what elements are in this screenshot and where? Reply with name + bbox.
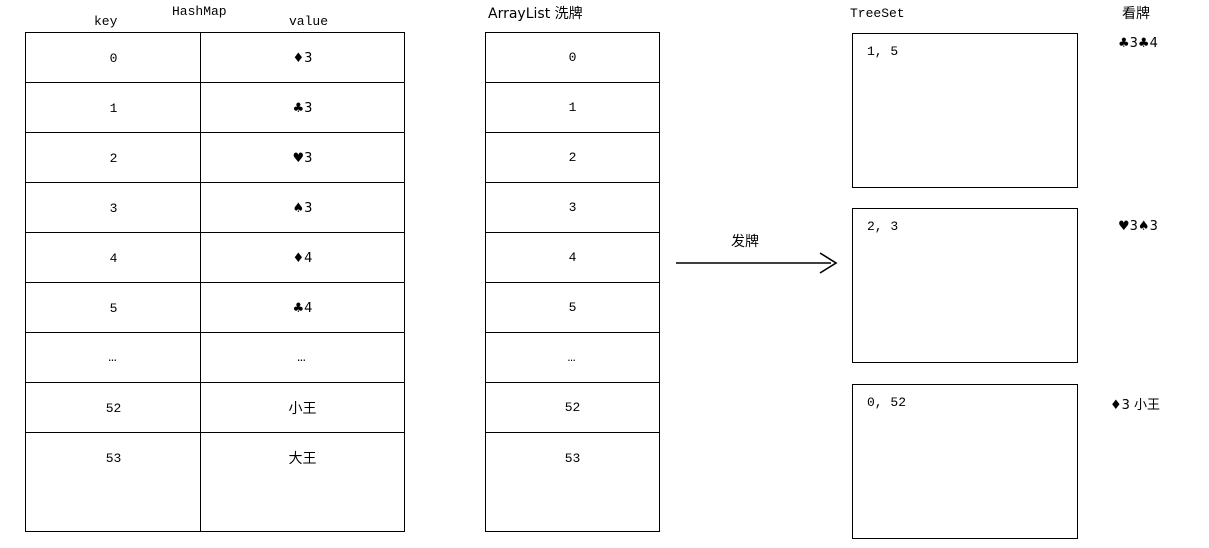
hashmap-key-cell: 5 xyxy=(109,300,118,316)
hashmap-key-cell: 3 xyxy=(109,200,118,216)
hashmap-key-cell: … xyxy=(108,350,119,366)
table-row: 0 ♦3 xyxy=(26,33,404,83)
treeset-box: 2, 3 xyxy=(852,208,1078,363)
hashmap-title: HashMap xyxy=(172,4,227,19)
hashmap-column-divider xyxy=(200,32,201,532)
table-row: 4 ♦4 xyxy=(26,233,404,283)
list-item: 2 xyxy=(486,133,659,183)
hashmap-value-cell: ♣4 xyxy=(292,300,313,316)
hashmap-value-cell: ♦4 xyxy=(292,250,313,266)
table-row: 2 ♥3 xyxy=(26,133,404,183)
hashmap-table: 0 ♦3 1 ♣3 2 ♥3 3 ♠3 4 ♦4 5 ♣4 … … 52 小王 … xyxy=(25,32,405,532)
hand-cards-label: ♦3 小王 xyxy=(1110,398,1161,413)
arraylist-title: ArrayList 洗牌 xyxy=(488,6,583,22)
hashmap-value-cell: 小王 xyxy=(288,401,317,417)
table-row: … … xyxy=(26,333,404,383)
list-item: 1 xyxy=(486,83,659,133)
hand-title: 看牌 xyxy=(1122,6,1150,22)
table-row: 5 ♣4 xyxy=(26,283,404,333)
treeset-title: TreeSet xyxy=(850,6,905,21)
hashmap-key-cell: 1 xyxy=(109,100,118,116)
deal-arrow-label: 发牌 xyxy=(731,234,759,250)
table-row: 52 小王 xyxy=(26,383,404,433)
hashmap-key-cell: 52 xyxy=(105,400,122,416)
hashmap-key-cell: 2 xyxy=(109,150,118,166)
table-row: 1 ♣3 xyxy=(26,83,404,133)
treeset-indices: 1, 5 xyxy=(867,44,899,59)
hand-cards-label: ♥3♠3 xyxy=(1118,219,1158,234)
list-item: 0 xyxy=(486,33,659,83)
hashmap-value-cell: ♥3 xyxy=(292,150,313,166)
list-item: … xyxy=(486,333,659,383)
hashmap-key-cell: 4 xyxy=(109,250,118,266)
treeset-box: 0, 52 xyxy=(852,384,1078,539)
hashmap-value-cell: … xyxy=(297,350,308,366)
hashmap-value-cell: ♦3 xyxy=(292,50,313,66)
hashmap-value-cell: ♣3 xyxy=(292,100,313,116)
treeset-box: 1, 5 xyxy=(852,33,1078,188)
table-row: 3 ♠3 xyxy=(26,183,404,233)
hashmap-value-cell: 大王 xyxy=(288,451,317,467)
list-item: 53 xyxy=(564,450,581,466)
list-item: 5 xyxy=(486,283,659,333)
hashmap-key-header: key xyxy=(94,14,118,29)
hashmap-key-cell: 0 xyxy=(109,50,118,66)
deal-arrow-icon xyxy=(676,252,838,274)
hashmap-key-cell: 53 xyxy=(105,450,122,466)
list-item: 52 xyxy=(486,383,659,433)
treeset-indices: 0, 52 xyxy=(867,395,907,410)
hashmap-value-cell: ♠3 xyxy=(292,200,313,216)
treeset-indices: 2, 3 xyxy=(867,219,899,234)
hashmap-value-header: value xyxy=(289,14,329,29)
table-row: 53 大王 xyxy=(26,433,404,483)
hand-cards-label: ♣3♣4 xyxy=(1118,36,1158,51)
arraylist-box: 0 1 2 3 4 5 … 52 53 xyxy=(485,32,660,532)
list-item: 4 xyxy=(486,233,659,283)
list-item: 3 xyxy=(486,183,659,233)
